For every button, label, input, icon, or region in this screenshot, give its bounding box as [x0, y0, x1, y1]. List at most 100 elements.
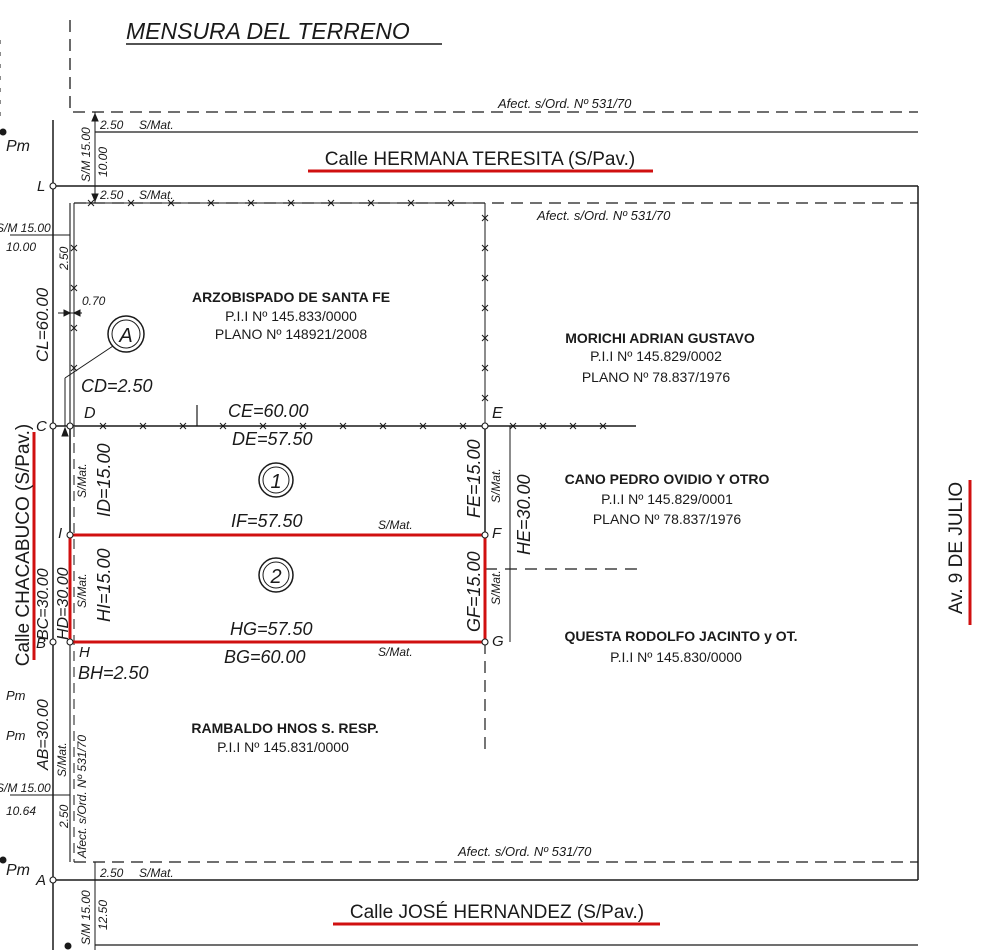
owner-questa: QUESTA RODOLFO JACINTO y OT. P.I.I Nº 14…: [564, 628, 797, 665]
dimension-arrows: [58, 112, 99, 437]
svg-text:10.64: 10.64: [6, 804, 36, 818]
dim-bh: BH=2.50: [78, 663, 149, 683]
afectacion-bottom-label: Afect. s/Ord. Nº 531/70: [457, 844, 592, 859]
svg-text:PLANO Nº 78.837/1976: PLANO Nº 78.837/1976: [593, 511, 742, 527]
dim-hi: HI=15.00: [94, 548, 114, 622]
svg-text:ARZOBISPADO DE SANTA FE: ARZOBISPADO DE SANTA FE: [192, 289, 390, 305]
svg-text:Pm: Pm: [6, 862, 30, 879]
point-b-marker: [49, 638, 57, 646]
svg-text:Pm: Pm: [6, 688, 26, 703]
svg-text:S/Mat.: S/Mat.: [489, 468, 503, 503]
dim-de: DE=57.50: [232, 429, 313, 449]
svg-text:P.I.I Nº 145.833/0000: P.I.I Nº 145.833/0000: [225, 308, 357, 324]
lot-1-number: 1: [270, 471, 281, 493]
svg-text:2.50: 2.50: [99, 118, 124, 132]
owner-arzobispado: ARZOBISPADO DE SANTA FE P.I.I Nº 145.833…: [192, 289, 390, 342]
point-h-marker: [66, 638, 74, 646]
svg-text:Pm: Pm: [6, 728, 26, 743]
dim-ce: CE=60.00: [228, 401, 309, 421]
svg-text:10.00: 10.00: [96, 147, 110, 177]
point-i: I: [58, 525, 62, 542]
svg-text:P.I.I Nº 145.830/0000: P.I.I Nº 145.830/0000: [610, 649, 742, 665]
svg-text:S/M 15.00: S/M 15.00: [0, 781, 51, 795]
point-markers: [49, 182, 489, 884]
dim-he: HE=30.00: [514, 474, 534, 555]
dim-bg: BG=60.00: [224, 647, 306, 667]
point-f: F: [492, 525, 502, 542]
pm-markers: [0, 128, 72, 950]
detail-a-leader: [64, 345, 114, 379]
svg-text:Pm: Pm: [6, 138, 30, 155]
dim-fe: FE=15.00: [464, 439, 484, 518]
detail-a-label: A: [118, 325, 132, 347]
lot-2-circle: [258, 557, 294, 593]
fence-marks: [70, 199, 607, 430]
svg-text:2.50: 2.50: [99, 866, 124, 880]
point-c: C: [36, 418, 47, 435]
owner-cano: CANO PEDRO OVIDIO Y OTRO P.I.I Nº 145.82…: [565, 471, 770, 527]
dim-hd: HD=30.00: [55, 567, 72, 640]
svg-text:12.50: 12.50: [96, 900, 110, 930]
svg-text:QUESTA RODOLFO JACINTO y OT.: QUESTA RODOLFO JACINTO y OT.: [564, 628, 797, 644]
svg-text:10.00: 10.00: [6, 240, 36, 254]
svg-text:S/Mat.: S/Mat.: [489, 570, 503, 605]
street-south-label: Calle JOSÉ HERNANDEZ (S/Pav.): [350, 902, 644, 923]
svg-text:S/M 15.00: S/M 15.00: [79, 890, 93, 945]
owner-morichi: MORICHI ADRIAN GUSTAVO P.I.I Nº 145.829/…: [565, 330, 755, 385]
svg-text:CANO PEDRO OVIDIO Y OTRO: CANO PEDRO OVIDIO Y OTRO: [565, 471, 770, 487]
dim-cl: CL=60.00: [33, 287, 52, 362]
svg-text:S/Mat.: S/Mat.: [55, 742, 69, 777]
dim-bc: BC=30.00: [35, 568, 52, 640]
point-i-marker: [66, 531, 74, 539]
point-a: A: [35, 872, 46, 889]
svg-text:PLANO Nº 78.837/1976: PLANO Nº 78.837/1976: [582, 369, 731, 385]
afectacion-inner-label: Afect. s/Ord. Nº 531/70: [536, 208, 671, 223]
svg-text:2.50: 2.50: [57, 246, 71, 271]
plan-title: MENSURA DEL TERRENO: [126, 18, 410, 44]
svg-text:MORICHI ADRIAN GUSTAVO: MORICHI ADRIAN GUSTAVO: [565, 330, 755, 346]
point-l: L: [37, 178, 45, 195]
point-g: G: [492, 633, 504, 650]
svg-text:PLANO Nº 148921/2008: PLANO Nº 148921/2008: [215, 326, 367, 342]
svg-text:S/Mat.: S/Mat.: [75, 463, 89, 498]
lot-2-number: 2: [269, 566, 281, 588]
point-h: H: [79, 644, 90, 661]
street-west-label: Calle CHACABUCO (S/Pav.): [13, 424, 34, 666]
dim-cd: CD=2.50: [81, 376, 153, 396]
afectacion-top-label: Afect. s/Ord. Nº 531/70: [497, 96, 632, 111]
svg-text:S/M 15.00: S/M 15.00: [79, 127, 93, 182]
dim-id: ID=15.00: [94, 443, 114, 517]
dim-hg: HG=57.50: [230, 619, 313, 639]
point-e-marker: [481, 422, 489, 430]
svg-text:S/Mat.: S/Mat.: [139, 866, 174, 880]
point-d: D: [84, 405, 96, 422]
point-e: E: [492, 405, 503, 422]
svg-text:S/M 15.00: S/M 15.00: [0, 221, 51, 235]
svg-text:P.I.I Nº 145.829/0002: P.I.I Nº 145.829/0002: [590, 348, 722, 364]
svg-text:S/Mat.: S/Mat.: [378, 518, 413, 532]
lot-1-circle: [258, 462, 294, 498]
point-d-marker: [66, 422, 74, 430]
street-east-label: Av. 9 DE JULIO: [946, 482, 967, 614]
point-f-marker: [481, 531, 489, 539]
point-c-marker: [49, 422, 57, 430]
point-b: B: [36, 635, 46, 652]
detail-a-circle: [107, 315, 145, 353]
dim-if: IF=57.50: [231, 511, 303, 531]
street-highlights: [32, 169, 972, 926]
svg-text:RAMBALDO HNOS S. RESP.: RAMBALDO HNOS S. RESP.: [191, 720, 378, 736]
svg-text:2.50: 2.50: [57, 804, 71, 829]
afectacion-top-line: [69, 20, 918, 113]
svg-text:0.70: 0.70: [82, 294, 106, 308]
svg-text:P.I.I Nº 145.829/0001: P.I.I Nº 145.829/0001: [601, 491, 733, 507]
point-labels: L C D E I F H G B A: [35, 178, 504, 889]
street-lines: [0, 20, 919, 950]
afectacion-west-label: Afect. s/Ord. Nº 531/70: [75, 735, 89, 859]
svg-text:S/Mat.: S/Mat.: [139, 118, 174, 132]
dimension-labels: CL=60.00 CD=2.50 CE=60.00 DE=57.50 ID=15…: [33, 287, 534, 771]
point-l-marker: [49, 182, 57, 190]
margin-labels: 2.50 S/Mat. 2.50 S/Mat. 2.50 S/Mat. S/M …: [0, 118, 503, 945]
svg-text:P.I.I Nº 145.831/0000: P.I.I Nº 145.831/0000: [217, 739, 349, 755]
lot-lines: [53, 202, 640, 755]
